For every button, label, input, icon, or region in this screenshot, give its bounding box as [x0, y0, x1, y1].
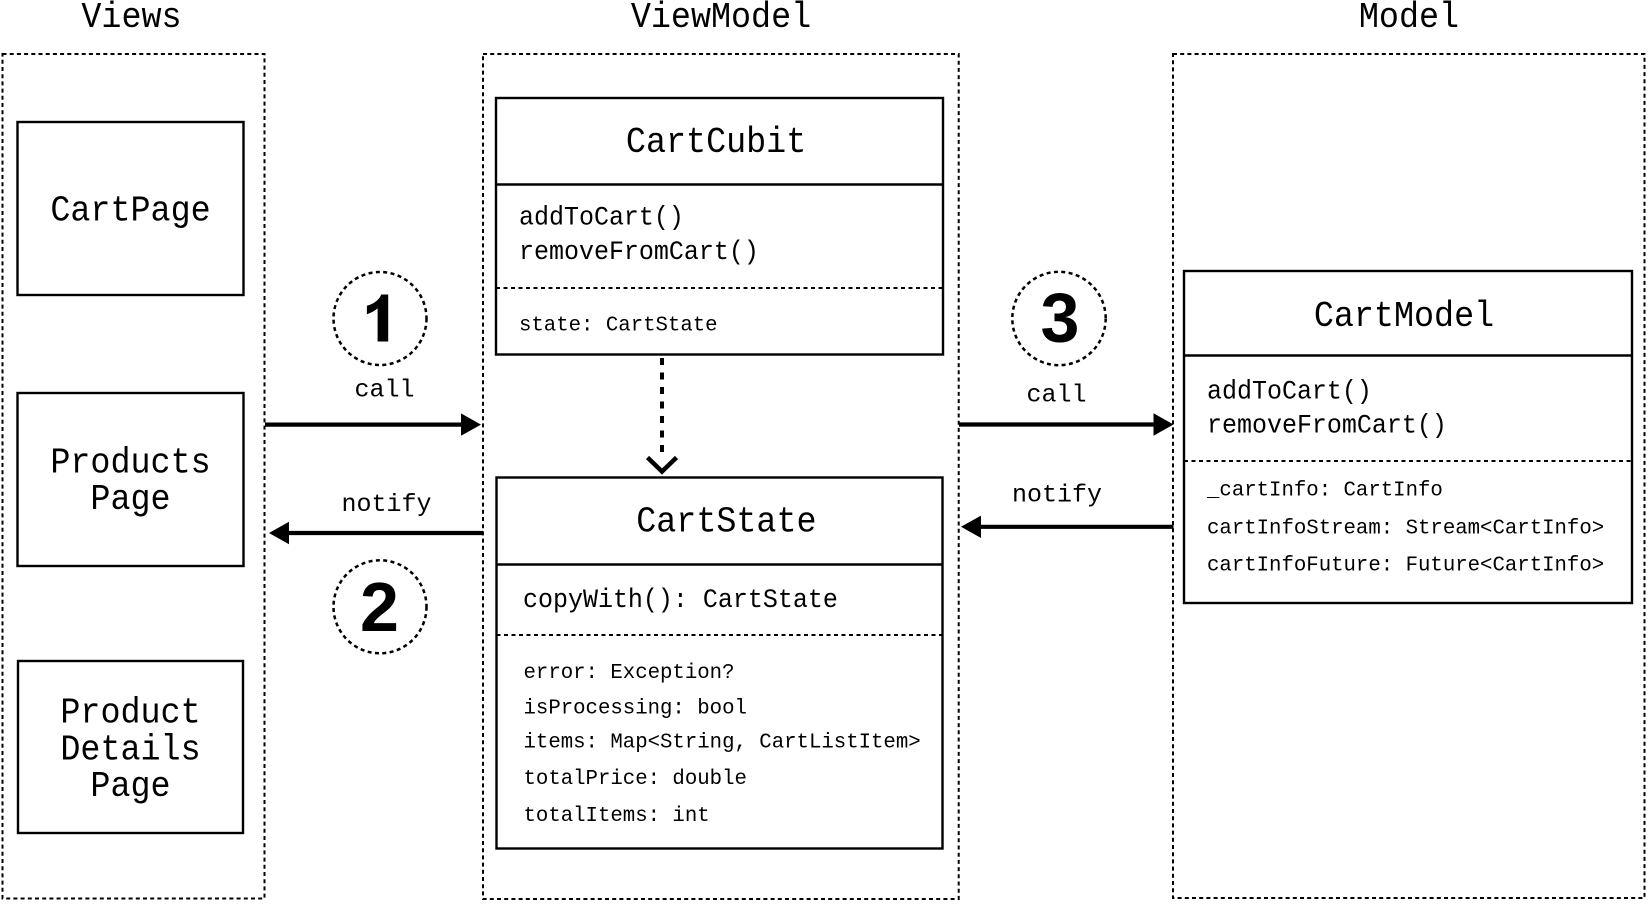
svg-text:addToCart(): addToCart()	[1207, 376, 1372, 407]
svg-text:totalPrice: double: totalPrice: double	[524, 768, 747, 791]
svg-text:CartPage: CartPage	[50, 191, 210, 231]
svg-text:items: Map<String, CartListIte: items: Map<String, CartListItem>	[524, 731, 921, 754]
svg-text:notify: notify	[1012, 481, 1102, 510]
svg-text:Details: Details	[60, 730, 200, 770]
svg-text:ViewModel: ViewModel	[631, 0, 811, 38]
svg-text:addToCart(): addToCart()	[519, 202, 684, 233]
svg-text:Page: Page	[90, 480, 170, 520]
svg-text:Products: Products	[50, 443, 210, 483]
svg-text:_cartInfo: CartInfo: _cartInfo: CartInfo	[1206, 479, 1443, 502]
svg-text:Product: Product	[60, 693, 200, 733]
svg-text:removeFromCart(): removeFromCart()	[1207, 410, 1447, 441]
svg-text:cartInfoStream: Stream<CartInf: cartInfoStream: Stream<CartInfo>	[1207, 518, 1604, 541]
svg-text:isProcessing: bool: isProcessing: bool	[524, 697, 747, 720]
svg-text:copyWith(): CartState: copyWith(): CartState	[523, 584, 838, 615]
svg-text:CartModel: CartModel	[1314, 297, 1494, 337]
svg-text:notify: notify	[341, 490, 431, 519]
svg-text:state: CartState: state: CartState	[519, 314, 718, 337]
svg-text:Views: Views	[81, 0, 181, 38]
svg-text:call: call	[1026, 381, 1086, 410]
svg-text:Page: Page	[90, 767, 170, 807]
svg-text:2: 2	[360, 568, 399, 646]
svg-text:CartCubit: CartCubit	[626, 123, 806, 163]
svg-text:CartState: CartState	[636, 502, 816, 542]
svg-text:error: Exception?: error: Exception?	[524, 662, 735, 685]
svg-text:totalItems: int: totalItems: int	[524, 805, 710, 828]
svg-text:call: call	[354, 376, 414, 405]
svg-text:cartInfoFuture: Future<CartInf: cartInfoFuture: Future<CartInfo>	[1207, 554, 1604, 577]
svg-text:3: 3	[1041, 279, 1080, 357]
svg-text:removeFromCart(): removeFromCart()	[519, 236, 759, 267]
svg-text:Model: Model	[1359, 0, 1459, 38]
